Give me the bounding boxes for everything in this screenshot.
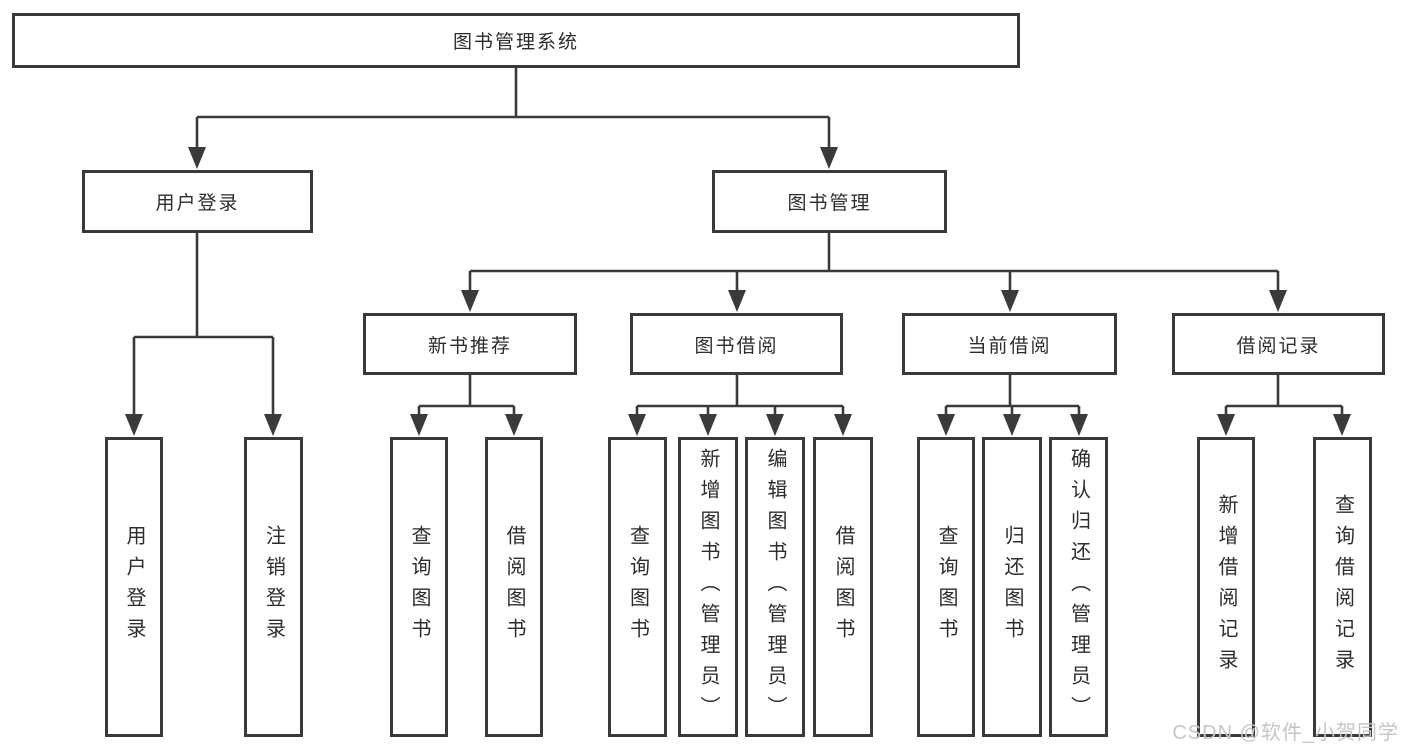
leaf-return-books: 归还图书 (982, 437, 1042, 737)
leaf-logout: 注销登录 (244, 437, 303, 737)
leaf-add-books-admin: 新增图书（管理员） (678, 437, 738, 737)
leaf-query-books-recommend: 查询图书 (390, 437, 448, 737)
leaf-query-borrow-record: 查询借阅记录 (1313, 437, 1372, 737)
node-label: 用户登录 (155, 193, 240, 214)
node-label: 图书管理 (787, 193, 872, 214)
node-label: 查询图书 (626, 525, 649, 649)
leaf-edit-books-admin: 编辑图书（管理员） (745, 437, 805, 737)
node-label: 查询图书 (935, 525, 957, 649)
leaf-add-borrow-record: 新增借阅记录 (1197, 437, 1255, 737)
node-label: 借阅图书 (832, 525, 854, 649)
node-label: 用户登录 (123, 525, 145, 649)
node-label: 新书推荐 (427, 335, 512, 357)
node-library-management-system: 图书管理系统 (12, 13, 1020, 68)
leaf-borrow-books-recommend: 借阅图书 (485, 437, 543, 737)
node-label: 新增借阅记录 (1215, 494, 1237, 680)
watermark-csdn: CSDN @软件_小贺同学 (1172, 722, 1399, 744)
node-book-management: 图书管理 (712, 170, 947, 233)
leaf-query-books-current: 查询图书 (917, 437, 975, 737)
node-label: 查询图书 (408, 525, 430, 649)
node-borrowing-records: 借阅记录 (1172, 313, 1385, 375)
node-label: 确认归还（管理员） (1067, 447, 1090, 727)
leaf-borrow-books: 借阅图书 (813, 437, 873, 737)
node-label: 编辑图书（管理员） (764, 447, 786, 727)
node-label: 归还图书 (1001, 525, 1023, 649)
leaf-user-login: 用户登录 (105, 437, 163, 737)
node-new-book-recommend: 新书推荐 (363, 313, 577, 375)
leaf-query-books-borrowing: 查询图书 (608, 437, 667, 737)
node-label: 图书借阅 (694, 335, 779, 357)
node-label: 注销登录 (262, 525, 285, 649)
node-user-login: 用户登录 (82, 170, 313, 233)
node-book-borrowing: 图书借阅 (630, 313, 843, 375)
node-label: 借阅图书 (503, 525, 525, 649)
node-current-borrowing: 当前借阅 (902, 313, 1117, 375)
node-label: 当前借阅 (967, 335, 1052, 357)
node-label: 新增图书（管理员） (697, 447, 719, 727)
node-label: 查询借阅记录 (1331, 494, 1354, 680)
node-label: 借阅记录 (1236, 335, 1321, 357)
leaf-confirm-return-admin: 确认归还（管理员） (1049, 437, 1108, 737)
node-label: 图书管理系统 (452, 32, 579, 53)
